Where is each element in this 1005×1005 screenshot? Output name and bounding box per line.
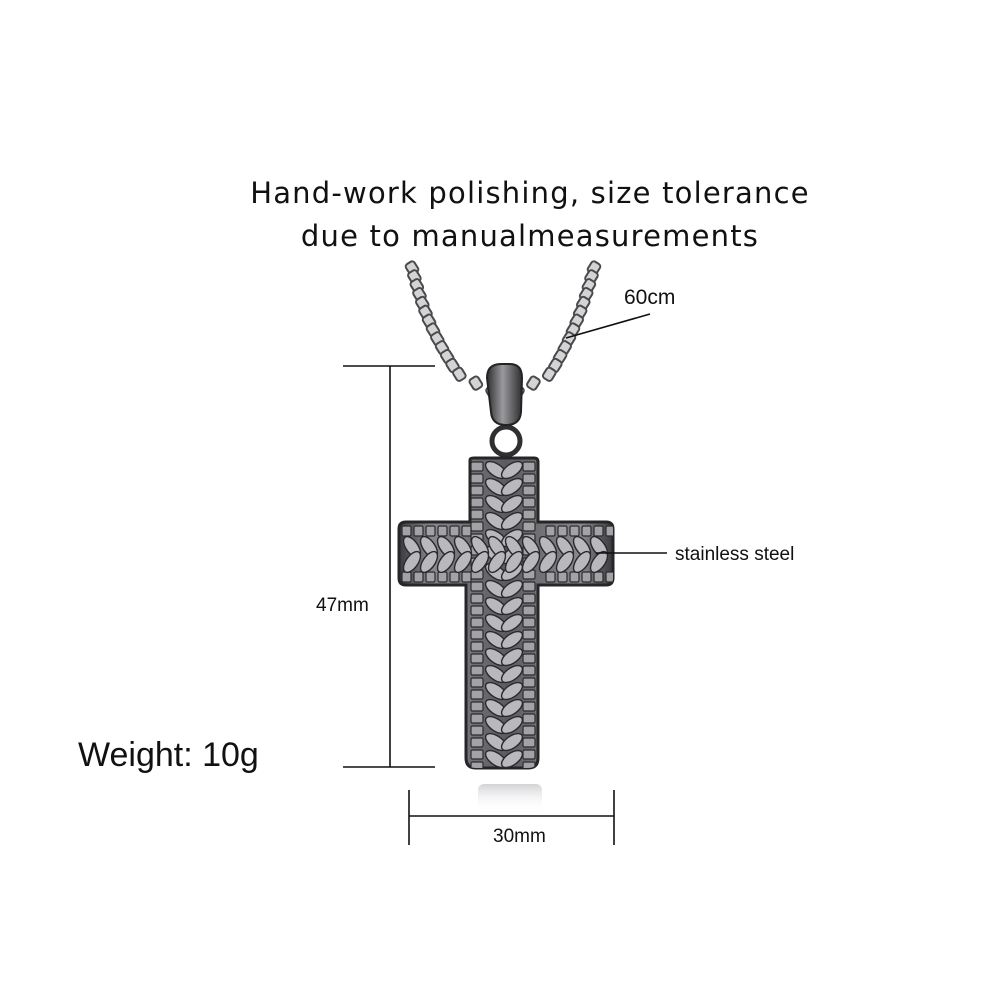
height-label: 47mm bbox=[316, 595, 369, 616]
pendant-bail bbox=[485, 363, 524, 458]
chain-length-label: 60cm bbox=[624, 286, 676, 309]
dimension-lines bbox=[343, 313, 667, 845]
reflection bbox=[478, 784, 542, 812]
polishing-note-line-1: Hand-work polishing, size tolerance bbox=[250, 176, 810, 210]
cross-pendant bbox=[397, 456, 615, 770]
material-label: stainless steel bbox=[675, 544, 795, 565]
width-label: 30mm bbox=[493, 826, 546, 847]
polishing-note-line-2: due to manualmeasurements bbox=[300, 219, 760, 253]
weight-label: Weight: 10g bbox=[78, 736, 259, 774]
chain bbox=[404, 260, 602, 400]
chain-leader-line bbox=[565, 313, 651, 339]
